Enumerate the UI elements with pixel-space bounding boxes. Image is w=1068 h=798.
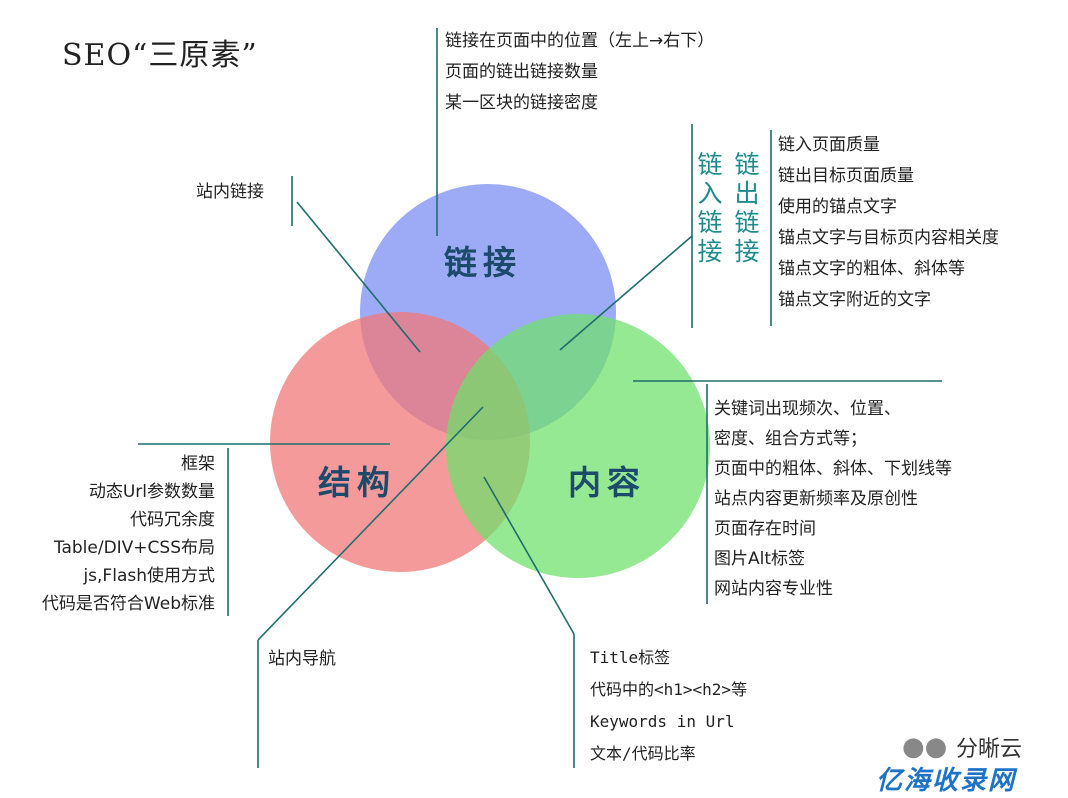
link-in-char: 入 xyxy=(697,179,723,208)
list-item: 锚点文字的粗体、斜体等 xyxy=(778,259,965,279)
link-out-label: 链 出 链 接 xyxy=(733,150,761,266)
link-in-label: 链 入 链 接 xyxy=(696,150,724,266)
wechat-icon: ●● xyxy=(902,732,948,762)
inner-nav-pointer xyxy=(257,406,484,641)
list-item: 页面中的粗体、斜体、下划线等 xyxy=(714,459,952,479)
link-quality-list: 链入页面质量 链出目标页面质量 使用的锚点文字 锚点文字与目标页内容相关度 锚点… xyxy=(778,130,999,316)
link-out-char: 链 xyxy=(734,150,760,179)
link-out-char: 出 xyxy=(734,179,760,208)
list-item: 代码是否符合Web标准 xyxy=(41,594,215,614)
list-item: 代码冗余度 xyxy=(130,510,215,530)
list-item: 网站内容专业性 xyxy=(714,579,833,599)
inner-links-label: 站内链接 xyxy=(196,182,264,202)
title-pointer xyxy=(483,476,575,635)
list-item: 框架 xyxy=(181,454,215,474)
list-item: 图片Alt标签 xyxy=(714,549,806,569)
title-tags-list: Title标签 代码中的<h1><h2>等 Keywords in Url 文本… xyxy=(590,642,747,770)
structure-list: 框架 动态Url参数数量 代码冗余度 Table/DIV+CSS布局 js,Fl… xyxy=(42,450,215,618)
list-item: 锚点文字附近的文字 xyxy=(778,290,931,310)
watermark-site: 亿海收录网 xyxy=(876,766,1017,796)
list-item: js,Flash使用方式 xyxy=(83,566,215,586)
link-position-list: 链接在页面中的位置（左上→右下） 页面的链出链接数量 某一区块的链接密度 xyxy=(445,26,714,119)
link-in-char: 链 xyxy=(697,150,723,179)
link-in-char: 接 xyxy=(697,237,723,266)
list-item: 页面存在时间 xyxy=(714,519,816,539)
structure-circle-label: 结构 xyxy=(318,463,396,502)
list-item: 链入页面质量 xyxy=(778,135,880,155)
list-item: 页面的链出链接数量 xyxy=(445,62,598,82)
link-circle-label: 链接 xyxy=(444,243,522,282)
list-item: 使用的锚点文字 xyxy=(778,197,897,217)
list-item: 链接在页面中的位置（左上→右下） xyxy=(445,31,715,51)
content-circle xyxy=(446,314,710,578)
list-item: 动态Url参数数量 xyxy=(88,482,215,502)
link-out-char: 链 xyxy=(734,208,760,237)
inner-links-pointer xyxy=(296,201,421,353)
link-in-char: 链 xyxy=(697,208,723,237)
list-item: Keywords in Url xyxy=(590,712,735,731)
list-item: Title标签 xyxy=(590,648,671,667)
list-item: 链出目标页面质量 xyxy=(778,166,914,186)
list-item: 密度、组合方式等； xyxy=(714,429,867,449)
diagram-title: SEO“三原素” xyxy=(62,38,258,73)
watermark-name: 分晰云 xyxy=(956,737,1023,762)
inner-nav-label: 站内导航 xyxy=(268,649,336,669)
list-item: Table/DIV+CSS布局 xyxy=(53,538,215,558)
list-item: 某一区块的链接密度 xyxy=(445,93,598,113)
link-out-char: 接 xyxy=(734,237,760,266)
content-circle-label: 内容 xyxy=(568,463,646,502)
list-item: 关键词出现频次、位置、 xyxy=(714,399,901,419)
content-list: 关键词出现频次、位置、 密度、组合方式等； 页面中的粗体、斜体、下划线等 站点内… xyxy=(714,394,952,604)
link-quality-pointer xyxy=(559,235,693,351)
list-item: 站点内容更新频率及原创性 xyxy=(714,489,918,509)
list-item: 文本/代码比率 xyxy=(590,744,696,763)
list-item: 代码中的<h1><h2>等 xyxy=(590,680,748,699)
list-item: 锚点文字与目标页内容相关度 xyxy=(778,228,999,248)
